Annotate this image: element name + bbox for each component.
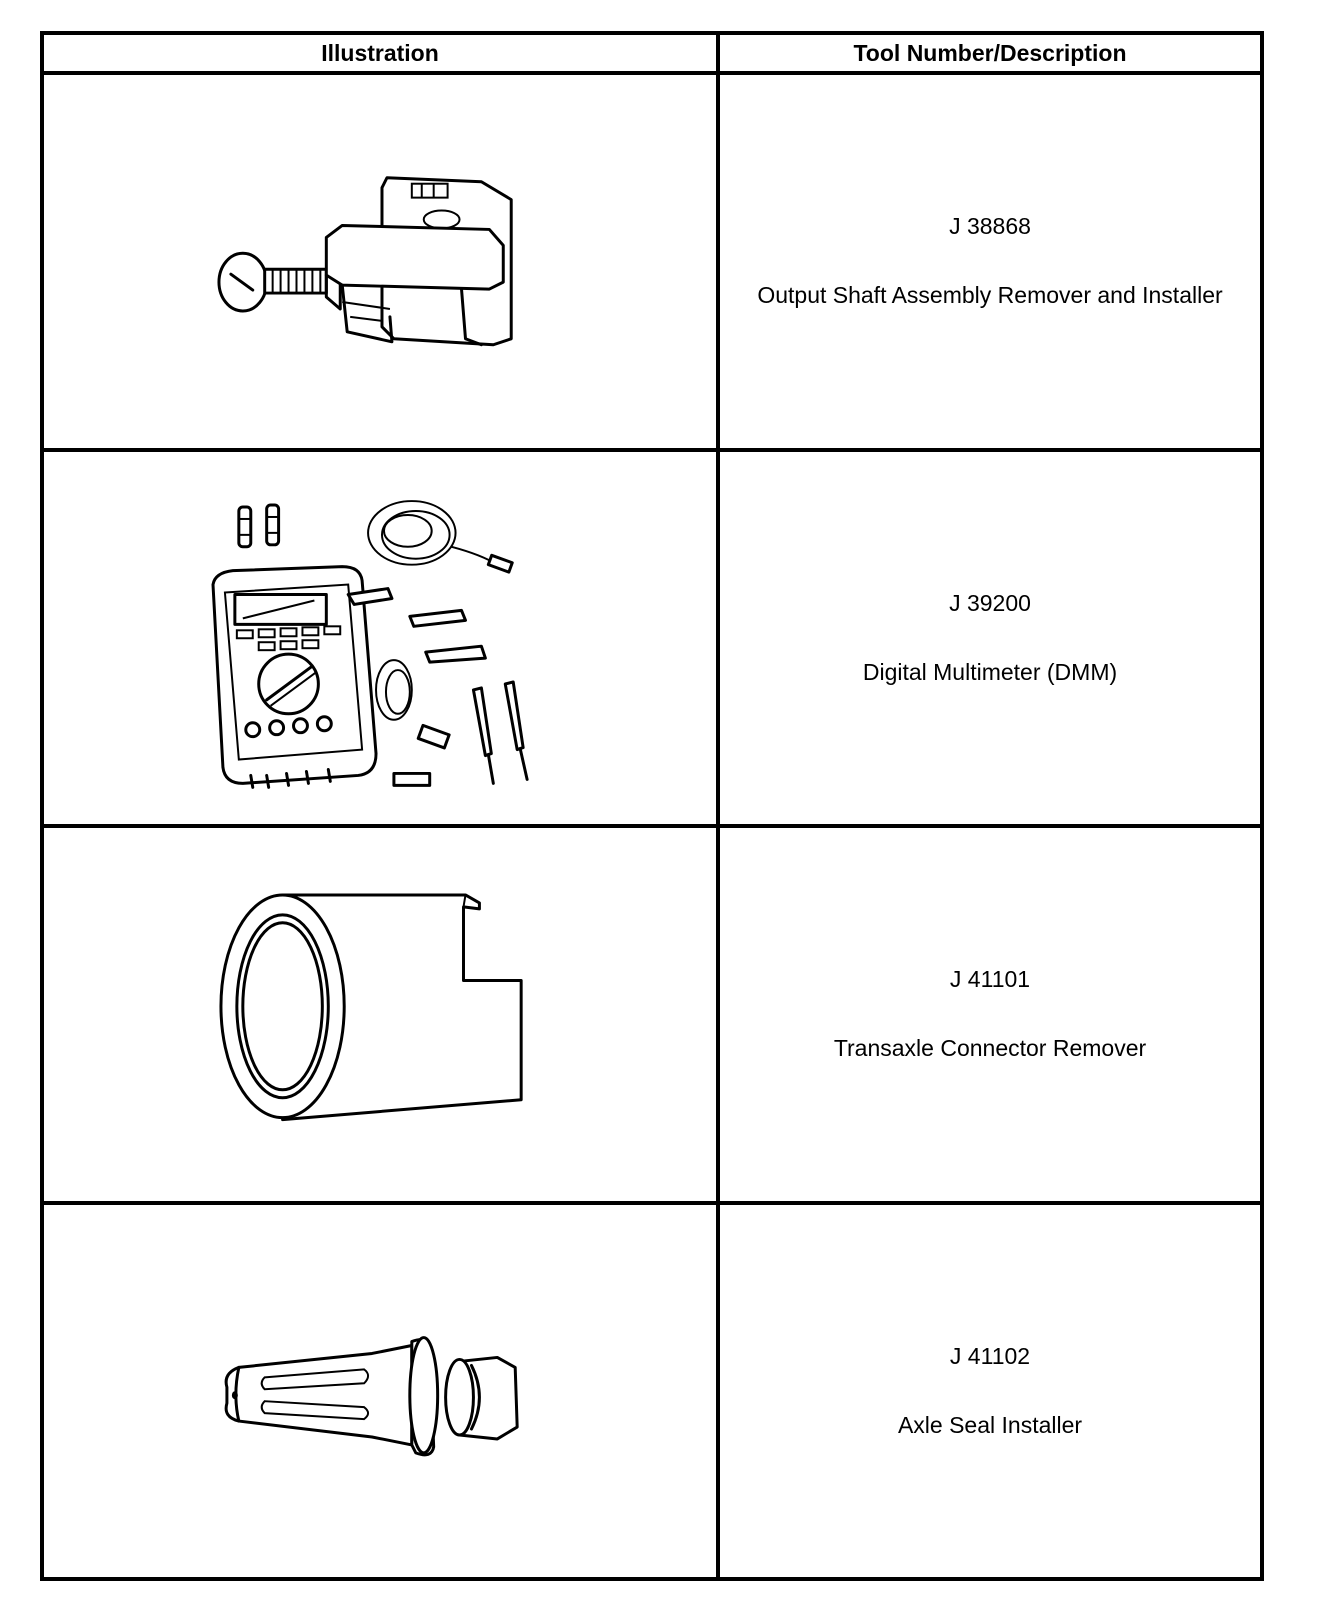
digital-multimeter-illustration [211, 499, 529, 789]
illustration-cell [40, 71, 720, 452]
transaxle-connector-remover-illustration [219, 893, 523, 1122]
illustration-cell [40, 447, 720, 828]
tool-description-cell: J 41102 Axle Seal Installer [716, 1200, 1264, 1581]
tool-description: Digital Multimeter (DMM) [862, 658, 1118, 685]
tool-description-cell: J 41101 Transaxle Connector Remover [716, 824, 1264, 1205]
table-row: J 41102 Axle Seal Installer [40, 1200, 1264, 1581]
tool-column-header: Tool Number/Description [716, 31, 1264, 75]
axle-seal-installer-illustration [224, 1335, 519, 1456]
illustration-cell [40, 1200, 720, 1581]
tool-number: J 38868 [949, 213, 1031, 240]
table-header-row: Illustration Tool Number/Description [40, 31, 1264, 75]
special-tools-table: Illustration Tool Number/Description [40, 31, 1264, 1581]
tool-description: Axle Seal Installer [897, 1411, 1083, 1438]
output-shaft-remover-installer-illustration [217, 176, 513, 347]
tool-number: J 39200 [949, 589, 1031, 616]
tool-description: Output Shaft Assembly Remover and Instal… [757, 282, 1223, 309]
table-row: J 41101 Transaxle Connector Remover [40, 824, 1264, 1205]
tool-description-cell: J 38868 Output Shaft Assembly Remover an… [716, 71, 1264, 452]
illustration-column-header: Illustration [40, 31, 720, 75]
table-row: J 39200 Digital Multimeter (DMM) [40, 447, 1264, 828]
tool-description: Transaxle Connector Remover [833, 1035, 1147, 1062]
tool-number: J 41101 [949, 966, 1031, 993]
illustration-cell [40, 824, 720, 1205]
tool-description-cell: J 39200 Digital Multimeter (DMM) [716, 447, 1264, 828]
tool-number: J 41102 [949, 1342, 1031, 1369]
table-row: J 38868 Output Shaft Assembly Remover an… [40, 71, 1264, 452]
